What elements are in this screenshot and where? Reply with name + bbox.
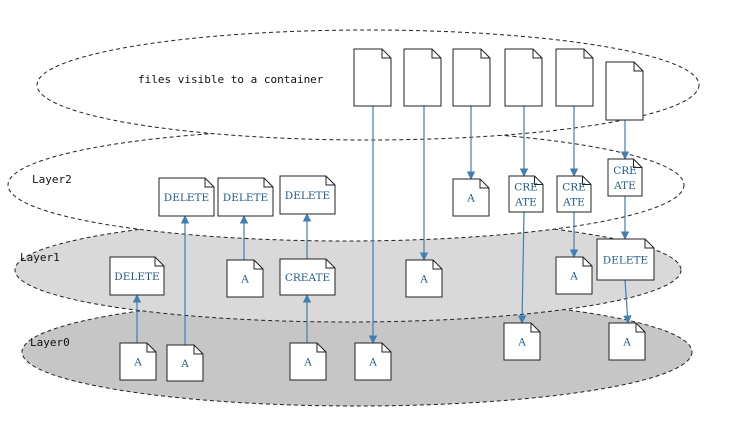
- document-l2-delete-3: DELETE: [279, 175, 336, 215]
- document-fold: [325, 259, 335, 269]
- document-fold: [325, 176, 335, 186]
- document-text: A: [622, 337, 631, 349]
- document-fold: [582, 176, 591, 185]
- document-fold: [583, 49, 593, 59]
- document-fold: [534, 176, 543, 185]
- document-shape: [607, 158, 643, 197]
- document-top-2: [403, 48, 442, 107]
- document-text: A: [569, 271, 578, 283]
- document-top-3: [452, 48, 491, 107]
- document-fold: [431, 49, 441, 59]
- document-shape: [279, 175, 336, 215]
- layer1-label: Layer1: [20, 251, 60, 264]
- arrow-l1delete2-l0: [623, 279, 632, 324]
- document-text: ATE: [562, 197, 585, 209]
- document-text: CREATE: [285, 272, 330, 284]
- document-fold: [633, 159, 642, 168]
- document-text: DELETE: [285, 190, 330, 202]
- document-top-6: [605, 61, 644, 121]
- document-fold: [479, 179, 489, 189]
- document-top-5: [555, 48, 594, 107]
- document-l0-a-2: A: [166, 344, 204, 382]
- document-shape: [504, 48, 543, 107]
- document-fold: [432, 260, 442, 270]
- document-l1-a-2: A: [405, 259, 443, 298]
- document-l0-a-5: A: [503, 322, 541, 361]
- document-l2-delete-1: DELETE: [158, 177, 215, 217]
- document-fold: [532, 49, 542, 59]
- document-l2-create-2: CRE ATE: [556, 175, 592, 213]
- document-l2-create-3: CRE ATE: [607, 158, 643, 197]
- document-l0-a-4: A: [354, 342, 392, 381]
- document-top-4: [504, 48, 543, 107]
- document-text: CRE: [613, 165, 637, 177]
- document-shape: [353, 48, 392, 107]
- document-l2-a: A: [452, 178, 490, 217]
- document-l1-a-3: A: [555, 256, 593, 295]
- document-shape: [158, 177, 215, 217]
- document-text: DELETE: [223, 192, 268, 204]
- document-text: A: [133, 357, 142, 369]
- document-text: A: [419, 274, 428, 286]
- document-l2-delete-2: DELETE: [217, 177, 274, 217]
- layer0-label: Layer0: [30, 336, 70, 349]
- document-fold: [381, 343, 391, 353]
- document-fold: [316, 343, 326, 353]
- document-fold: [253, 260, 263, 270]
- document-l0-a-3: A: [289, 342, 327, 381]
- arrows: [132, 106, 632, 345]
- layer2-label: Layer2: [32, 173, 72, 186]
- document-fold: [263, 178, 273, 188]
- document-text: ATE: [514, 197, 537, 209]
- document-text: DELETE: [603, 255, 648, 267]
- document-text: A: [517, 337, 526, 349]
- document-text: A: [240, 274, 249, 286]
- document-text: CRE: [562, 182, 586, 194]
- document-fold: [582, 257, 592, 267]
- document-l2-create-1: CRE ATE: [508, 175, 544, 213]
- document-text: ATE: [613, 180, 636, 192]
- document-text: A: [368, 357, 377, 369]
- document-fold: [204, 178, 214, 188]
- container-files-label: files visible to a container: [138, 73, 324, 86]
- documents: DELETE DELETE DELETE A CRE ATE CRE ATE CRE ATE DEL…: [109, 48, 655, 382]
- document-shape: [109, 256, 165, 296]
- document-shape: [605, 61, 644, 121]
- document-fold: [633, 62, 643, 72]
- document-l0-a-6: A: [608, 322, 646, 361]
- document-shape: [217, 177, 274, 217]
- document-fold: [480, 49, 490, 59]
- document-l1-a-1: A: [226, 259, 264, 298]
- document-fold: [146, 343, 156, 353]
- document-text: CRE: [514, 182, 538, 194]
- document-shape: [403, 48, 442, 107]
- document-shape: [555, 48, 594, 107]
- document-l1-create: CREATE: [279, 258, 336, 296]
- arrow-l2create1-l0: [517, 211, 527, 324]
- document-text: A: [466, 193, 475, 205]
- document-shape: [596, 238, 655, 281]
- document-fold: [154, 257, 164, 267]
- document-fold: [644, 239, 654, 249]
- document-shape: [452, 48, 491, 107]
- document-text: DELETE: [164, 192, 209, 204]
- document-top-1: [353, 48, 392, 107]
- document-fold: [193, 345, 203, 355]
- document-shape: [279, 258, 336, 296]
- document-text: A: [180, 358, 189, 370]
- document-l1-delete-1: DELETE: [109, 256, 165, 296]
- document-l0-a-1: A: [119, 342, 157, 381]
- document-text: DELETE: [114, 271, 159, 283]
- document-l1-delete-2: DELETE: [596, 238, 655, 281]
- document-text: A: [303, 357, 312, 369]
- document-fold: [381, 49, 391, 59]
- document-fold: [635, 323, 645, 333]
- document-fold: [530, 323, 540, 333]
